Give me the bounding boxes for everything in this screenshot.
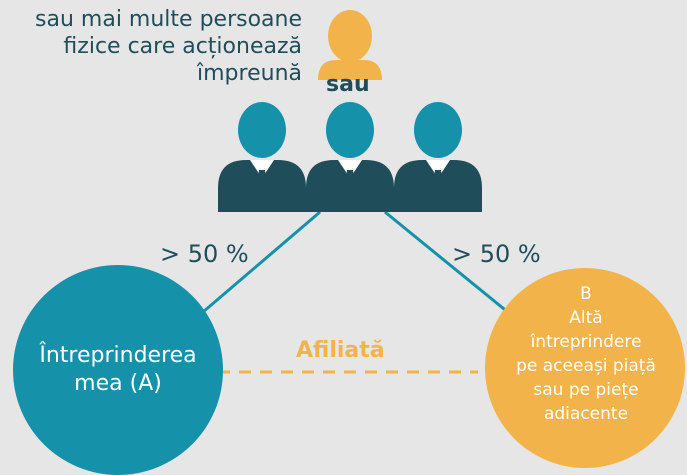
caption-line: sau mai multe persoane <box>35 7 302 32</box>
enterprise-a-circle <box>13 265 223 475</box>
right-percent-label: > 50 % <box>452 240 541 268</box>
persons-caption: sau mai multe persoane fizice care acțio… <box>0 6 302 87</box>
caption-line: fizice care acționează <box>63 34 302 59</box>
person-head-icon <box>238 102 286 158</box>
link-line-right <box>384 210 516 320</box>
enterprise-b-line: sau pe piețe <box>533 380 639 400</box>
enterprise-b-label: B Altă întreprindere pe aceeași piață sa… <box>486 282 686 426</box>
enterprise-a-line: Întreprinderea <box>39 343 197 368</box>
link-line-left <box>195 210 321 320</box>
enterprise-a-label: Întreprinderea mea (A) <box>18 342 218 398</box>
single-person-icon <box>318 10 382 80</box>
enterprise-b-line: B <box>580 284 592 304</box>
group-of-persons-icon <box>218 102 482 212</box>
enterprise-b-line: adiacente <box>543 404 629 424</box>
affiliation-label: Afiliată <box>296 338 385 363</box>
enterprise-b-line: Altă <box>569 308 603 328</box>
left-percent-label: > 50 % <box>160 240 249 268</box>
enterprise-a-line: mea (A) <box>74 371 162 396</box>
enterprise-b-line: întreprindere <box>530 332 642 352</box>
connector-label: sau <box>326 72 370 97</box>
person-head-icon <box>414 102 462 158</box>
enterprise-b-line: pe aceeași piață <box>516 356 656 376</box>
person-head-icon <box>326 102 374 158</box>
caption-line: împreună <box>197 61 302 86</box>
enterprise-b-circle <box>485 268 685 468</box>
